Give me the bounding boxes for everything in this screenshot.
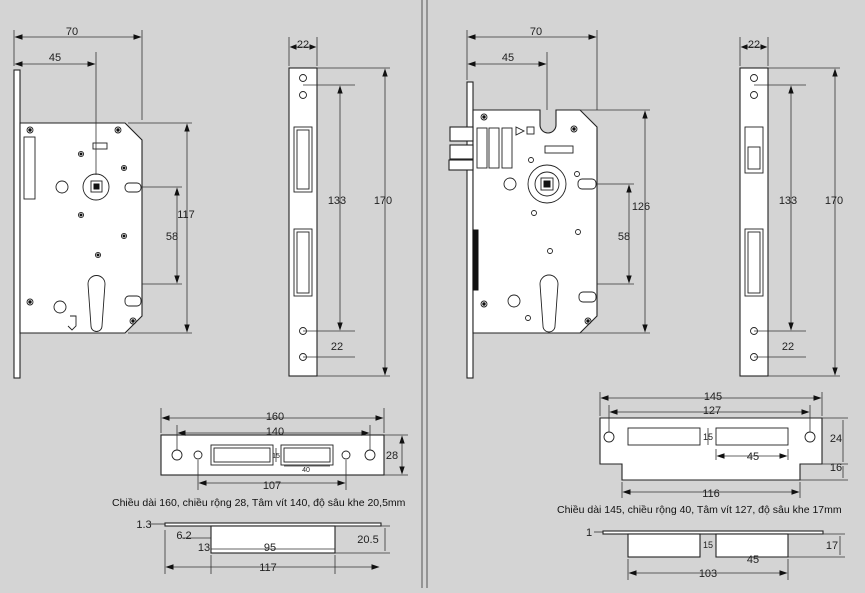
right-dim-22-bottom: 22	[782, 341, 794, 353]
right-latch-opening	[744, 126, 764, 174]
right-top-dimensions: 70 45	[466, 26, 598, 110]
left-strike-dim-1-3: 1.3	[136, 519, 151, 531]
right-deadbolt-opening	[744, 228, 764, 297]
right-strike-plate-body	[599, 417, 823, 481]
right-dim-70: 70	[530, 26, 542, 38]
right-strike-dim-15-b: 15	[703, 540, 713, 550]
left-deadbolt-opening	[293, 228, 313, 297]
left-dim-22-bottom: 22	[331, 341, 343, 353]
right-faceplate-view: 22 133 170 22	[739, 37, 843, 377]
right-right-dimensions: 126 58	[580, 109, 650, 334]
left-dim-45: 45	[49, 52, 61, 64]
left-faceplate-side	[13, 69, 21, 379]
right-strike-dim-24: 24	[830, 433, 842, 445]
left-dim-58: 58	[166, 231, 178, 243]
left-dim-22-top: 22	[297, 39, 309, 51]
left-strike-dim-117: 117	[259, 562, 277, 574]
right-strike-dim-103: 103	[699, 568, 717, 580]
left-latch-opening	[293, 126, 313, 193]
right-strike-plate: 145 127 15 45 24 16 116	[599, 391, 848, 500]
right-dim-58: 58	[618, 231, 630, 243]
left-strike-dim-40: 40	[302, 467, 310, 474]
right-strike-dim-127: 127	[703, 405, 721, 417]
left-cylinder-hole	[87, 275, 106, 332]
left-strike-dim-28: 28	[386, 450, 398, 462]
right-dim-22-top: 22	[748, 39, 760, 51]
left-faceplate-view: 22 133 170 22	[288, 37, 392, 377]
right-strike-section: 1 15 45 17 103	[586, 527, 845, 580]
left-right-dimensions: 117 58	[128, 122, 195, 334]
left-strike-section: 1.3 6.2 13 95 20.5 117	[136, 519, 390, 574]
left-faceplate	[288, 67, 318, 377]
right-strike-dim-15: 15	[703, 432, 713, 442]
right-strike-dim-45-b: 45	[747, 554, 759, 566]
left-strike-dim-140: 140	[266, 426, 284, 438]
right-strike-dim-17: 17	[826, 540, 838, 552]
right-dim-45: 45	[502, 52, 514, 64]
left-top-dimensions: 70 45	[13, 26, 143, 175]
left-strike-dim-20-5: 20.5	[357, 534, 378, 546]
left-strike-section-box	[210, 525, 336, 554]
right-strike-section-plate	[602, 530, 824, 535]
left-strike-dim-160: 160	[266, 411, 284, 423]
right-strike-dim-16: 16	[830, 462, 842, 474]
right-dim-170: 170	[825, 195, 843, 207]
left-strike-dim-107: 107	[263, 480, 281, 492]
left-strike-dim-95: 95	[264, 542, 276, 554]
right-caption: Chiều dài 145, chiều rộng 40, Tâm vít 12…	[557, 504, 842, 516]
left-dim-117: 117	[177, 209, 195, 221]
left-lock-case	[19, 122, 143, 334]
right-faceplate-side	[466, 81, 474, 379]
left-dim-170: 170	[374, 195, 392, 207]
left-lock-body-front-view	[13, 69, 143, 379]
right-cylinder-hole	[539, 274, 559, 333]
left-strike-dim-6-2: 6.2	[176, 530, 191, 542]
left-caption: Chiều dài 160, chiều rộng 28, Tâm vít 14…	[112, 497, 406, 509]
right-strike-dim-45: 45	[747, 451, 759, 463]
left-strike-dim-15: 15	[272, 453, 280, 460]
right-dim-126: 126	[632, 201, 650, 213]
right-strike-dim-1: 1	[586, 527, 592, 539]
right-follower-hub	[527, 164, 567, 204]
right-faceplate	[739, 67, 769, 377]
left-dim-133: 133	[328, 195, 346, 207]
right-strike-dim-116: 116	[702, 488, 720, 500]
right-lock-body-front-view	[448, 81, 598, 379]
right-dim-133: 133	[779, 195, 797, 207]
right-lock-case	[472, 109, 598, 334]
left-dim-70: 70	[66, 26, 78, 38]
left-latch-slot	[23, 136, 36, 200]
left-strike-plate: 160 140 107 28 15 40	[160, 408, 408, 492]
right-deadbolt-strip	[472, 229, 479, 291]
right-strike-dim-145: 145	[704, 391, 722, 403]
left-strike-dim-13: 13	[198, 542, 210, 554]
